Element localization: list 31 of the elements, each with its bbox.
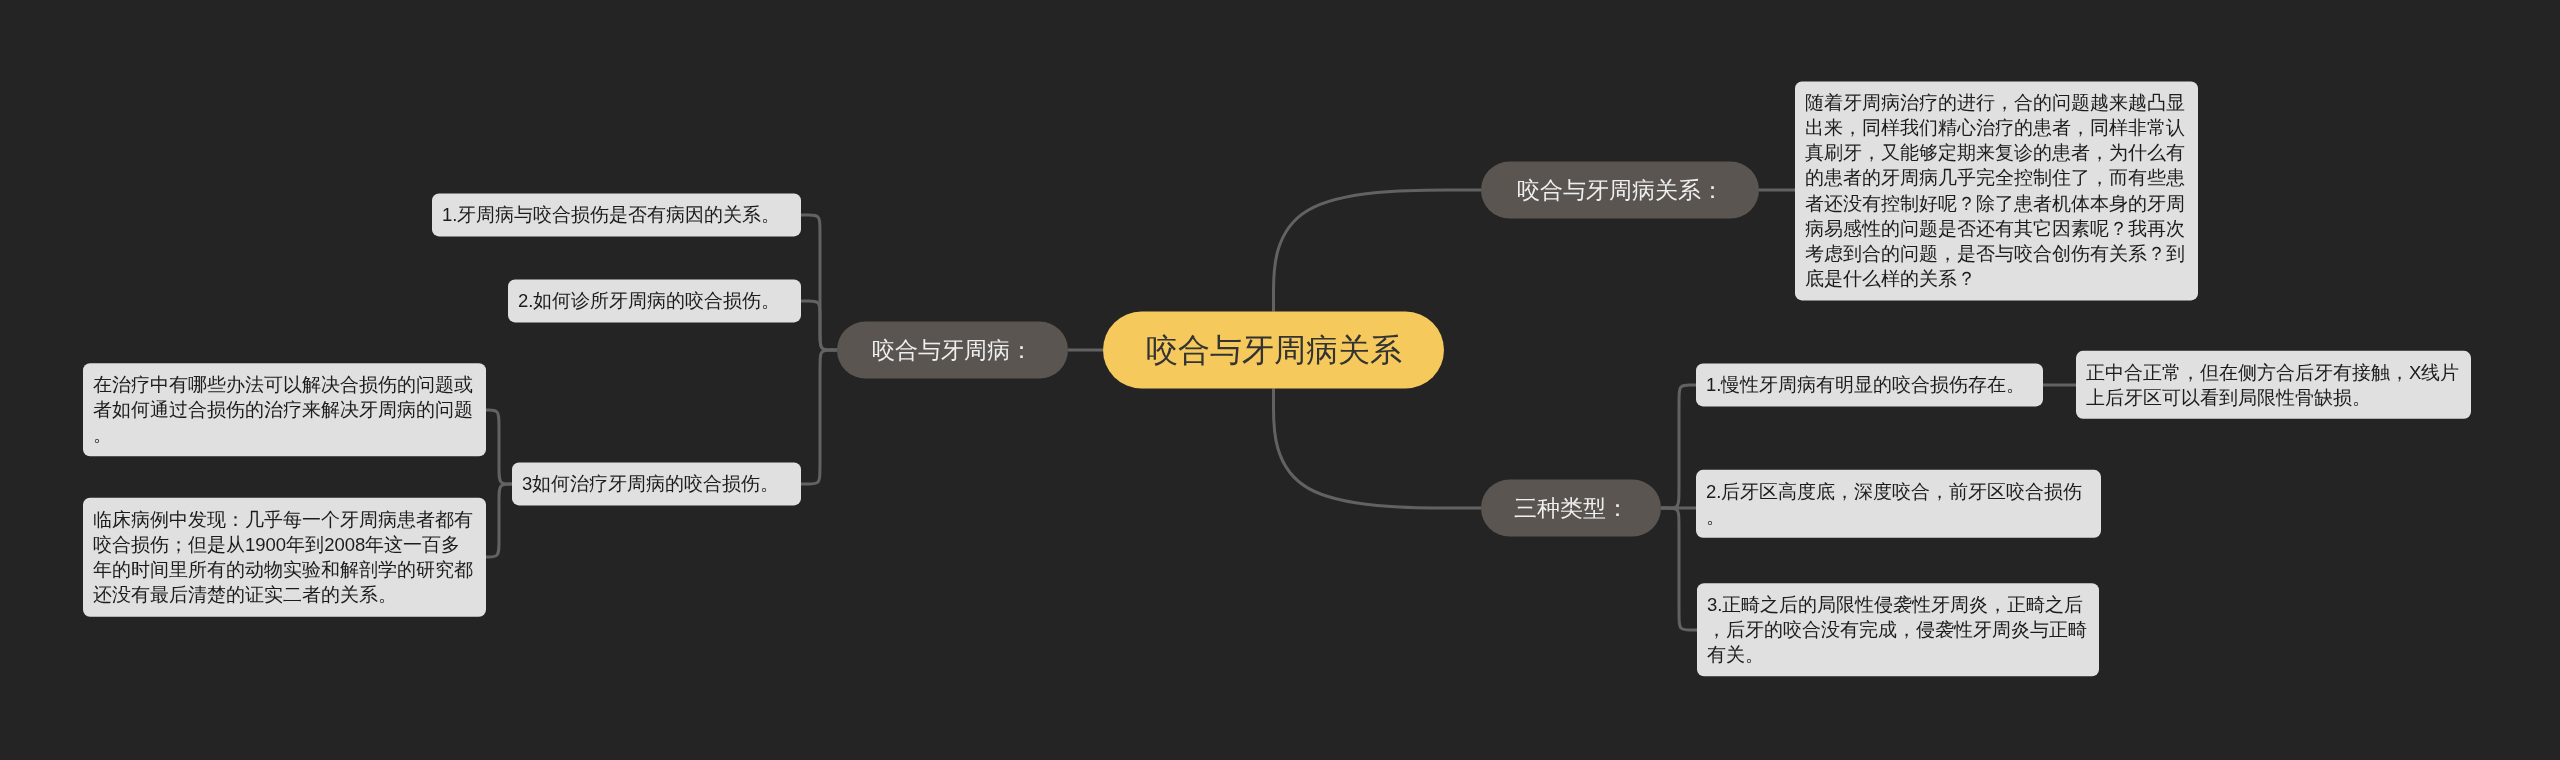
note-text: 正中合正常，但在侧方合后牙有接触，X线片上后牙区可以看到局限性骨缺损。 [2086,360,2461,410]
note-card [512,462,801,506]
connector-line [2043,383,2076,387]
branch-title: 三种类型： [1513,493,1629,523]
note-card [508,279,801,323]
branch-title: 咬合与牙周病关系： [1516,175,1724,205]
connector-line [1272,388,1481,510]
connector-line [484,482,514,559]
note-card [1696,469,2101,539]
connector-line [1660,506,1698,632]
note-card [83,363,486,457]
note-text: 在治疗中有哪些办法可以解决合损伤的问题或者如何通过合损伤的治疗来解决牙周病的问题。 [93,373,474,448]
note-card [1696,363,2043,407]
note-card [1697,583,2099,677]
connector-line [1068,348,1103,352]
note-text: 2.如何诊所牙周病的咬合损伤。 [518,289,782,314]
note-text: 临床病例中发现：几乎每一个牙周病患者都有咬合损伤；但是从1900年到2008年这一百多年的时间里所有的动物实验和解剖学的研究都还没有最后清楚的证实二者的关系。 [93,507,474,608]
note-text: 2.后牙区高度底，深度咬合，前牙区咬合损伤。 [1706,479,2084,529]
topic-title: 咬合与牙周病关系 [1145,330,1402,369]
note-card [2076,350,2471,420]
connector-line [1759,188,1795,192]
branch-title: 咬合与牙周病： [872,335,1033,365]
note-text: 3如何治疗牙周病的咬合损伤。 [522,472,781,497]
note-text: 3.正畸之后的局限性侵袭性牙周炎，正畸之后，后牙的咬合没有完成，侵袭性牙周炎与正畸有关。 [1707,593,2088,668]
connector-line [800,348,838,486]
connector-line [1272,188,1481,312]
note-card [83,497,486,617]
note-text: 随着牙周病治疗的进行，合的问题越来越凸显出来，同样我们精心治疗的患者，同样非常认真刷牙，又能够定期来复诊的患者，为什么有的患者的牙周病几乎完全控制住了，而有些患者还没有控制好呢？除了患者机体本身的牙周病易感性的问题是否还有其它因素呢？我再次考虑到合的问题，是否与咬合创伤有关系？到底是什么样的关系？ [1805,91,2186,292]
note-text: 1.牙周病与咬合损伤是否有病因的关系。 [442,203,782,228]
note-card [432,193,801,237]
note-text: 1.慢性牙周病有明显的咬合损伤存在。 [1706,373,2027,398]
